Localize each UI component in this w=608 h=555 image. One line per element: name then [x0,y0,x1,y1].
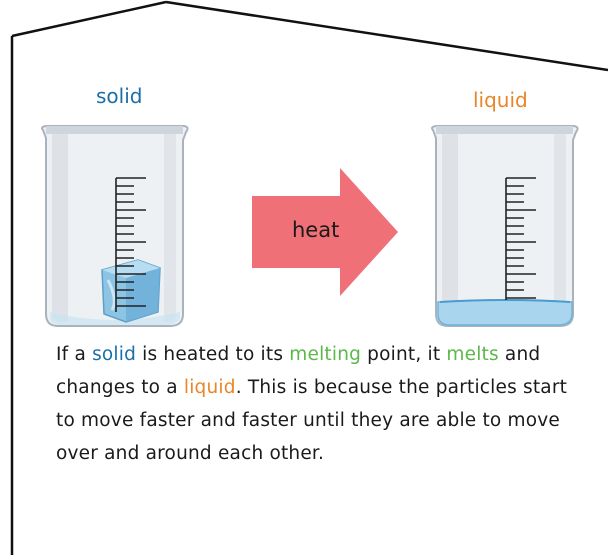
paragraph-text: and changes to a [56,344,547,398]
frame-top-edge [165,0,608,72]
beaker-glass [431,125,579,327]
glass-highlight [442,134,458,322]
paragraph-text: If a [56,344,93,365]
page-frame [10,0,608,555]
measurement-scale [505,177,536,300]
glass-highlight [52,134,68,322]
liquid-label: liquid [473,88,528,112]
keyword-melting: melts [446,344,499,365]
ice-cube [101,259,161,323]
beaker-rim [46,126,183,134]
keyword-liquid: liquid [183,377,236,398]
solid-label: solid [96,84,143,108]
explanation-paragraph: If a solid is heated to its melting poin… [56,338,588,470]
keyword-melting: melting [289,344,362,365]
beaker-solid [41,125,189,327]
paragraph-text: is heated to its [136,344,290,365]
beaker-rim [436,126,573,134]
paragraph-text: point, it [361,344,447,365]
water [437,299,573,326]
glass-highlight-right [164,134,176,322]
frame-top-left-edge [11,0,167,38]
heat-arrow [252,168,398,296]
glass-highlight-right [554,134,566,322]
keyword-solid: solid [92,344,137,365]
paragraph-text: . This is because the particles start to… [56,377,574,464]
water-surface [439,299,571,303]
measurement-scale [115,177,146,312]
beaker-liquid [431,125,579,327]
heat-label: heat [292,218,340,242]
meltwater-puddle [50,312,180,325]
